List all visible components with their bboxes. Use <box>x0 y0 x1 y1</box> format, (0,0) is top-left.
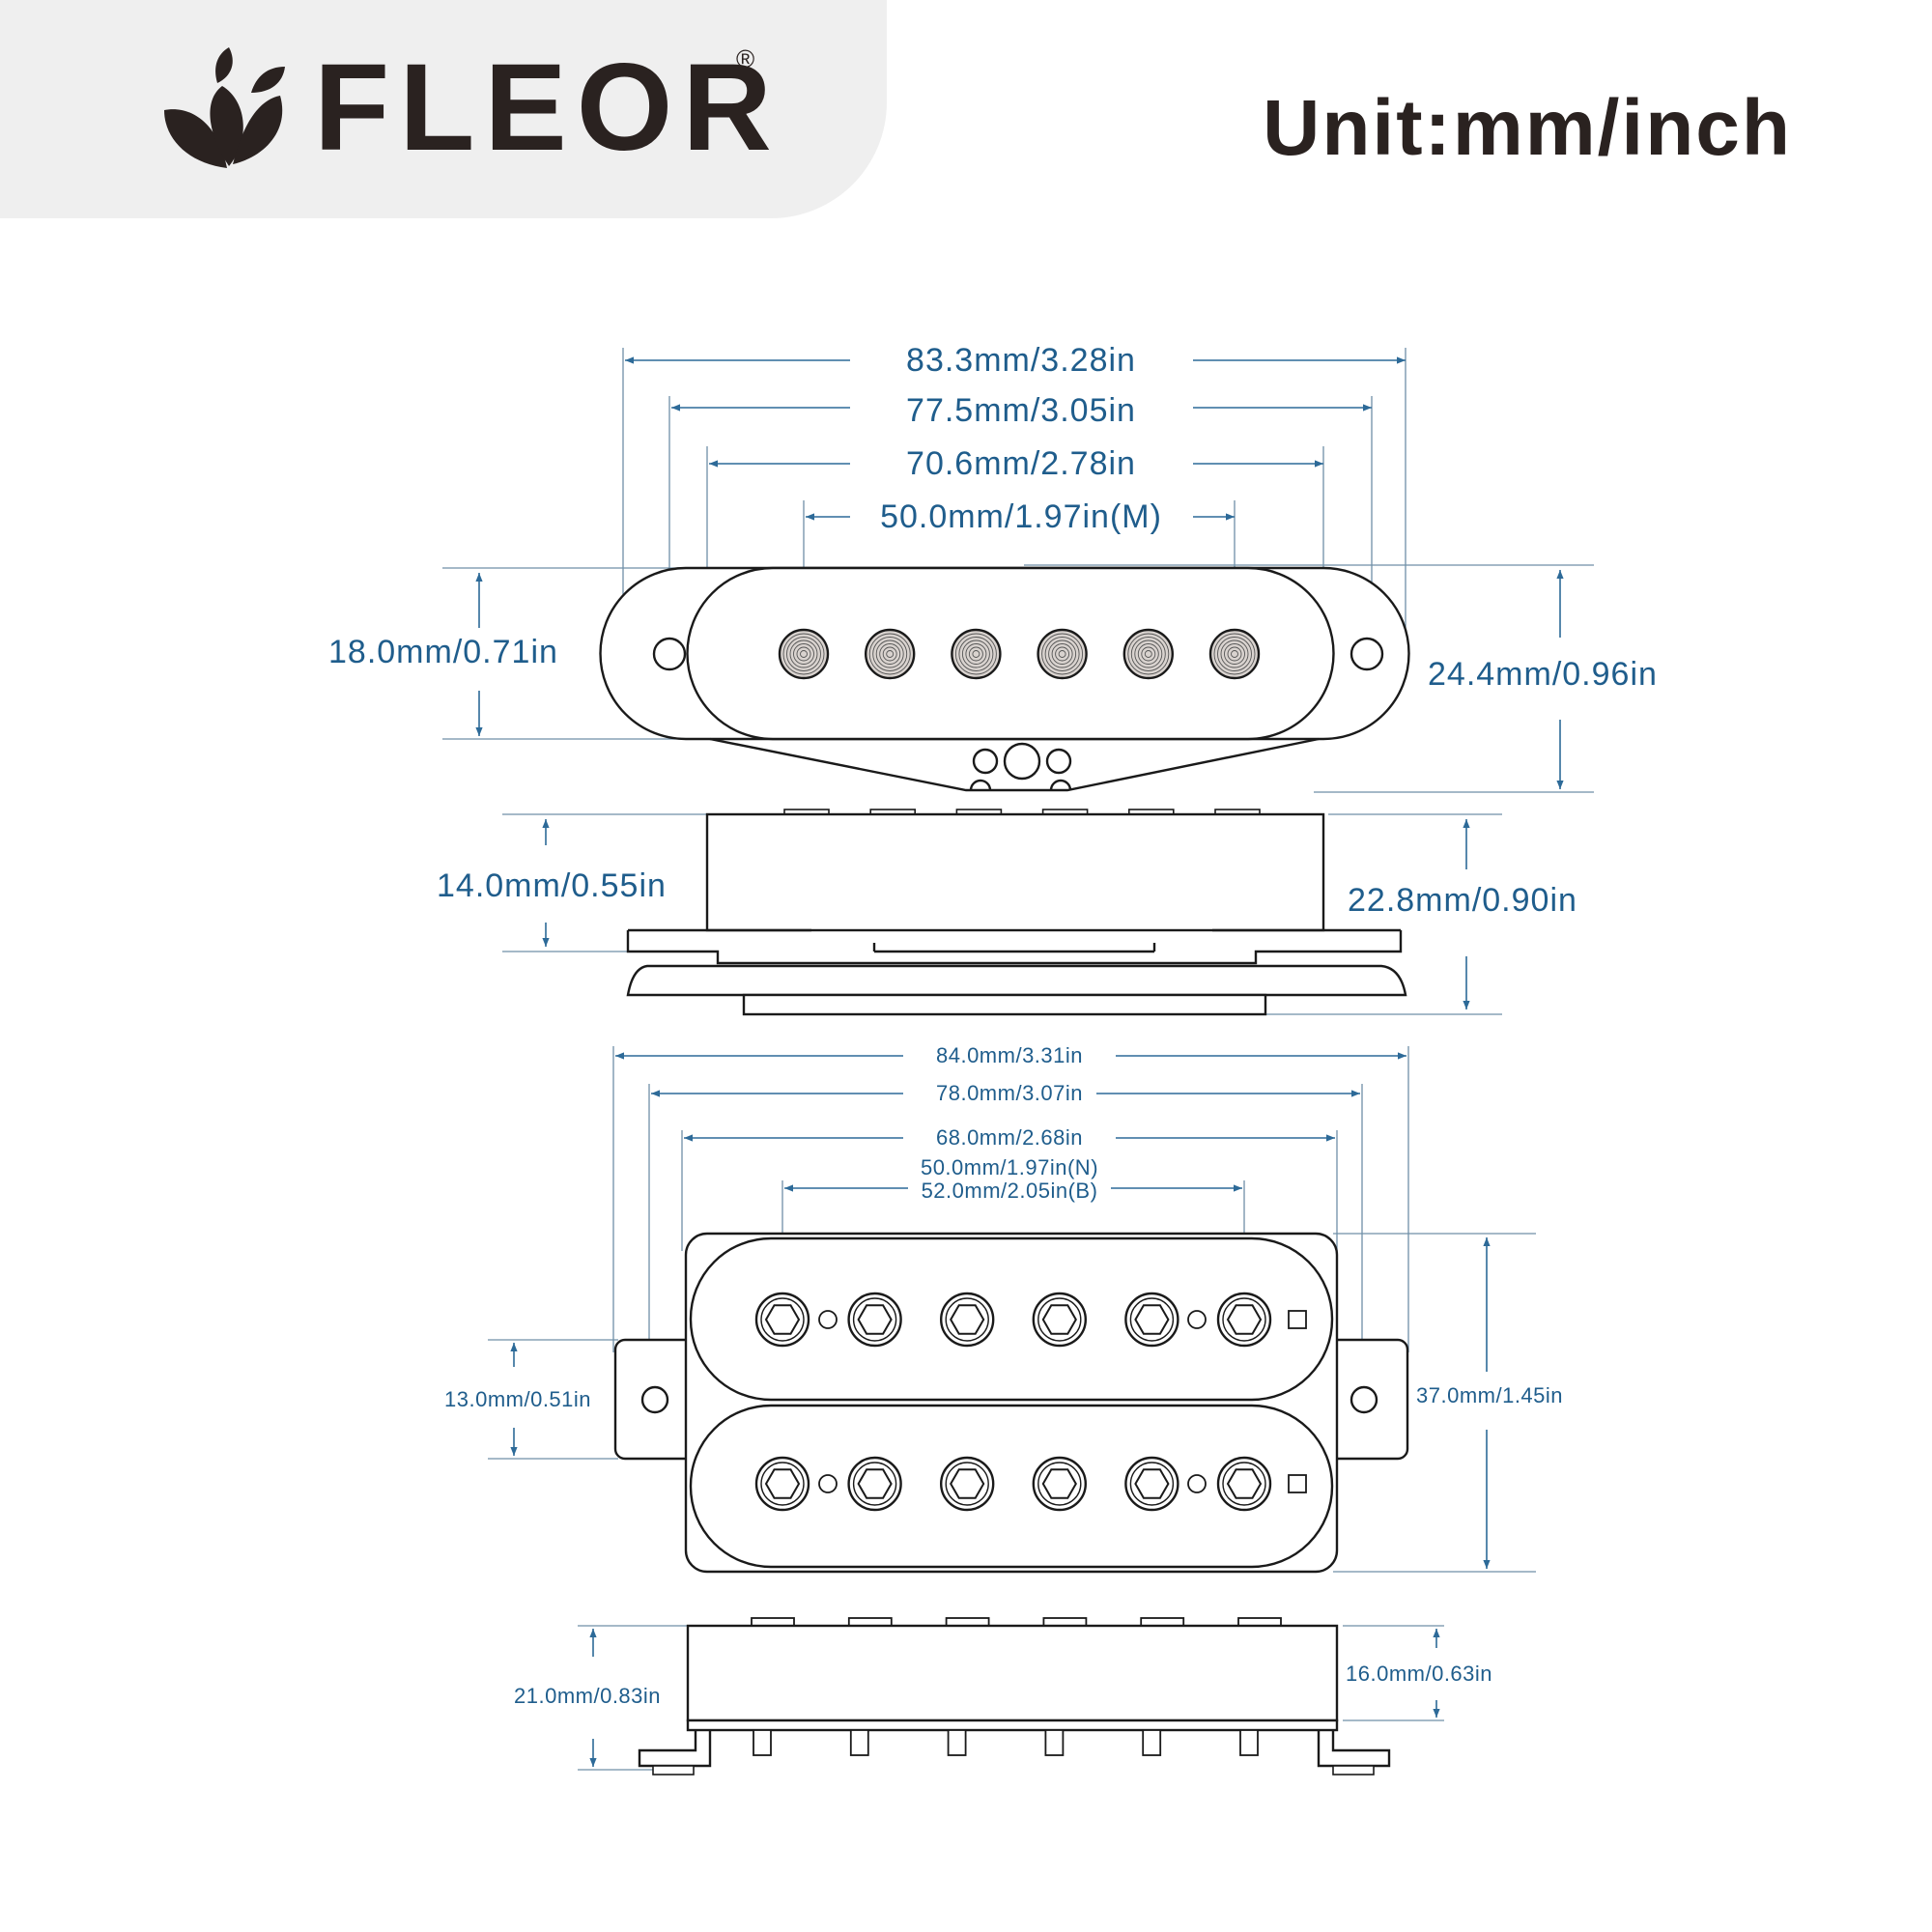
humbucker-small-hole <box>1187 1474 1207 1493</box>
hb-cover-height-label: 16.0mm/0.63in <box>1346 1662 1492 1686</box>
humbucker-pole-screw <box>1124 1292 1179 1348</box>
single-coil-top-view <box>442 348 1594 793</box>
hb-pole-spacing-neck-label: 50.0mm/1.97in(N) <box>921 1155 1098 1179</box>
humbucker-pole-screw <box>847 1456 902 1512</box>
humbucker-pole-screw <box>1216 1292 1272 1348</box>
humbucker-square-marker <box>1288 1310 1307 1329</box>
single-coil-top-dimensions: 83.3mm/3.28in 77.5mm/3.05in 70.6mm/2.78i… <box>328 342 1658 789</box>
hb-pole-spacing-bridge-label: 52.0mm/2.05in(B) <box>922 1179 1098 1203</box>
humbucker-pole-leg <box>947 1729 967 1756</box>
humbucker-top-view <box>488 1046 1536 1574</box>
humbucker-top-dimensions: 84.0mm/3.31in 78.0mm/3.07in 68.0mm/2.68i… <box>444 1043 1563 1569</box>
humbucker-small-hole <box>818 1474 838 1493</box>
sc-cover-height-label: 14.0mm/0.55in <box>437 867 667 904</box>
single-coil-side-dimensions: 14.0mm/0.55in 22.8mm/0.90in <box>437 819 1577 1009</box>
leaf-icon <box>164 47 285 168</box>
humbucker-pole-screw <box>754 1292 810 1348</box>
humbucker-pole-screw <box>1032 1292 1088 1348</box>
sc-cover-length-label: 70.6mm/2.78in <box>906 445 1136 482</box>
single-coil-pole-piece <box>865 628 916 680</box>
humbucker-pole-leg <box>1142 1729 1162 1756</box>
humbucker-side-dimensions: 21.0mm/0.83in 16.0mm/0.63in <box>514 1629 1492 1767</box>
hb-total-width-label: 37.0mm/1.45in <box>1416 1383 1563 1407</box>
hb-tab-width-label: 13.0mm/0.51in <box>444 1387 591 1411</box>
humbucker-pole-leg <box>1239 1729 1259 1756</box>
sc-total-height-label: 22.8mm/0.90in <box>1348 882 1577 919</box>
single-coil-pole-piece <box>951 628 1002 680</box>
humbucker-pole-screw <box>1032 1456 1088 1512</box>
single-coil-pole-piece <box>1208 628 1261 680</box>
single-coil-pole-piece <box>778 628 830 680</box>
single-coil-side-view <box>502 809 1502 1016</box>
brand-name: FLEOR <box>314 39 781 177</box>
humbucker-pole-screw <box>1124 1456 1179 1512</box>
hb-total-height-label: 21.0mm/0.83in <box>514 1684 661 1708</box>
hb-mount-spacing-label: 78.0mm/3.07in <box>936 1081 1083 1105</box>
registered-mark: ® <box>736 44 755 73</box>
sc-overall-length-label: 83.3mm/3.28in <box>906 342 1136 379</box>
humbucker-pole-screw <box>754 1456 810 1512</box>
sc-cover-width-label: 18.0mm/0.71in <box>328 634 558 670</box>
hb-overall-length-label: 84.0mm/3.31in <box>936 1043 1083 1067</box>
humbucker-square-marker <box>1288 1474 1307 1493</box>
header-panel <box>0 0 887 218</box>
humbucker-pole-screw <box>1216 1456 1272 1512</box>
humbucker-pole-screw <box>847 1292 902 1348</box>
hb-cover-length-label: 68.0mm/2.68in <box>936 1125 1083 1150</box>
single-coil-pole-piece <box>1122 628 1175 680</box>
unit-label: Unit:mm/inch <box>1263 84 1792 172</box>
single-coil-pole-piece <box>1037 628 1088 680</box>
sc-pole-spacing-label: 50.0mm/1.97in(M) <box>880 498 1162 535</box>
humbucker-small-hole <box>818 1310 838 1329</box>
sc-mount-spacing-label: 77.5mm/3.05in <box>906 392 1136 429</box>
humbucker-pole-leg <box>1044 1729 1065 1756</box>
humbucker-pole-screw <box>940 1456 995 1512</box>
humbucker-pole-leg <box>753 1729 772 1756</box>
humbucker-pole-leg <box>849 1729 869 1756</box>
sc-total-width-label: 24.4mm/0.96in <box>1428 656 1658 693</box>
humbucker-side-view <box>578 1617 1444 1776</box>
humbucker-small-hole <box>1187 1310 1207 1329</box>
humbucker-pole-screw <box>940 1292 995 1348</box>
